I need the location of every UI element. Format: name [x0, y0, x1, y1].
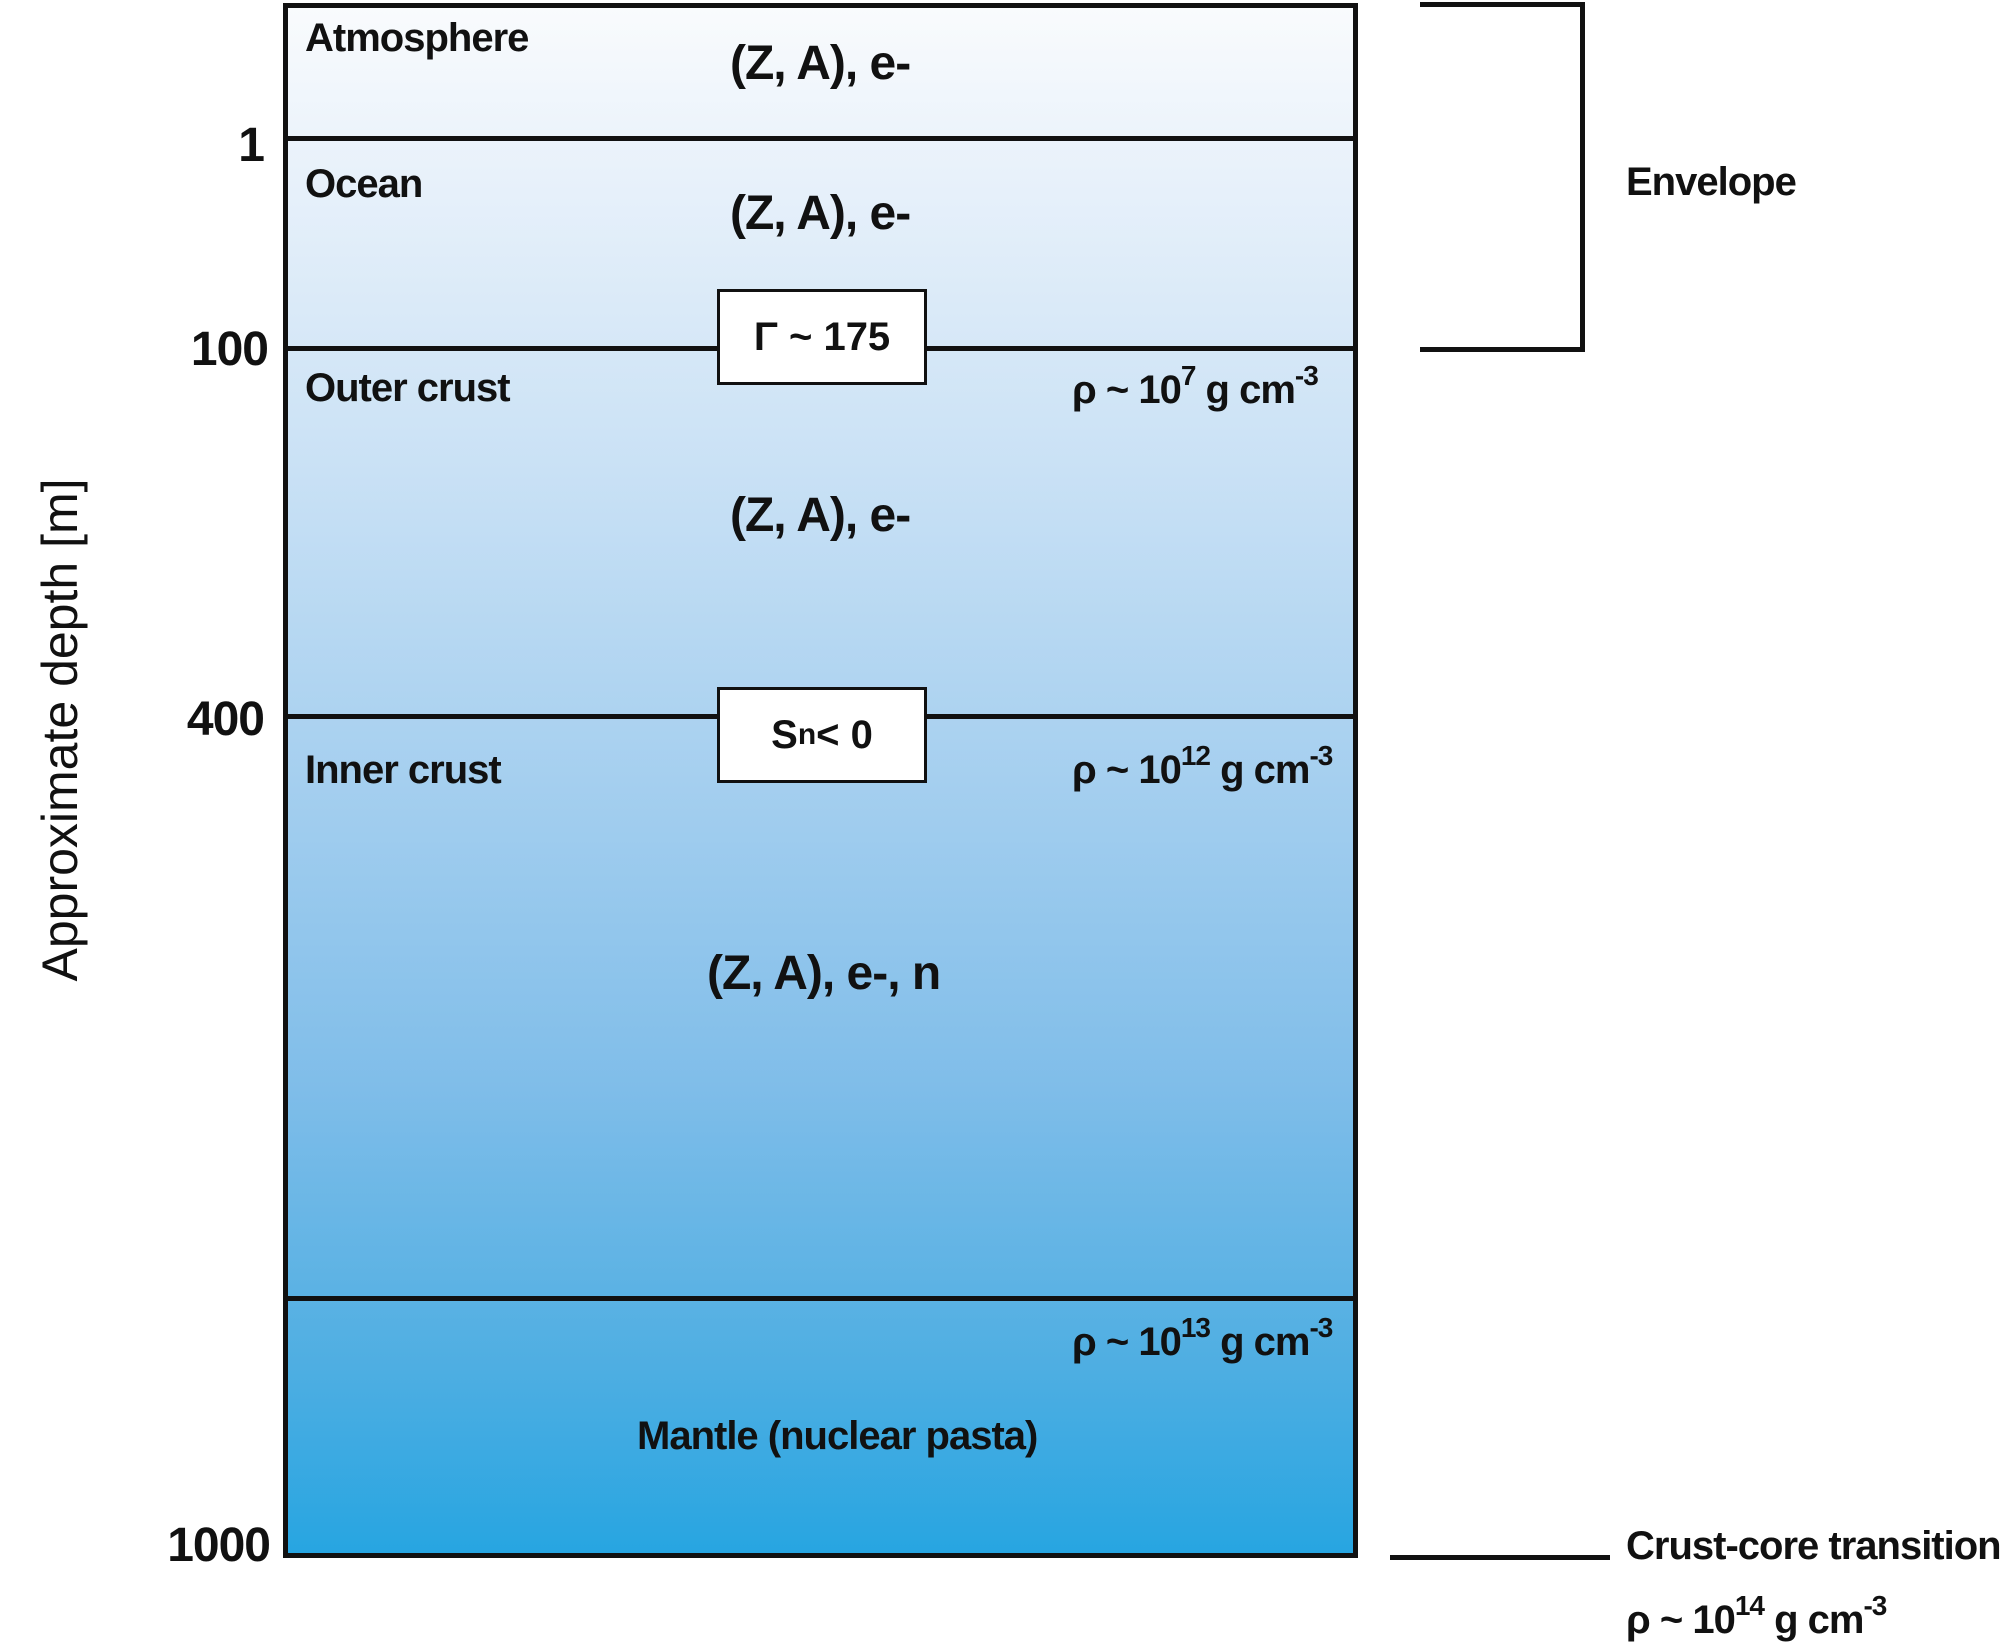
layer-name-outer-crust: Outer crust — [305, 366, 511, 410]
depth-tick-1: 1 — [238, 119, 265, 172]
transition-label: Crust-core transition — [1626, 1524, 2002, 1568]
transition-line — [1390, 1555, 1610, 1560]
species-atmosphere: (Z, A), e- — [730, 37, 911, 90]
species-ocean: (Z, A), e- — [730, 187, 911, 240]
layer-name-ocean: Ocean — [305, 162, 423, 206]
density-mantle: ρ ~ 1013 g cm-3 — [1072, 1312, 1333, 1365]
layer-name-inner-crust: Inner crust — [305, 748, 502, 792]
layer-name-atmosphere: Atmosphere — [305, 16, 529, 60]
density-inner-crust: ρ ~ 1012 g cm-3 — [1072, 740, 1333, 793]
boundary-atmosphere-ocean — [283, 136, 1358, 141]
envelope-bracket-bottom — [1420, 347, 1585, 352]
envelope-label: Envelope — [1626, 160, 1797, 204]
boundary-inner-crust-mantle — [283, 1296, 1358, 1301]
species-inner-crust: (Z, A), e-, n — [707, 947, 941, 1000]
gamma-box: Γ ~ 175 — [717, 289, 927, 385]
depth-tick-100: 100 — [190, 323, 269, 376]
layer-name-mantle: Mantle (nuclear pasta) — [637, 1414, 1038, 1458]
y-axis-label: Approximate depth [m] — [32, 478, 88, 982]
depth-tick-1000: 1000 — [167, 1519, 271, 1572]
depth-tick-400: 400 — [186, 693, 265, 746]
species-outer-crust: (Z, A), e- — [730, 489, 911, 542]
density-core: ρ ~ 1014 g cm-3 — [1626, 1590, 1887, 1643]
density-outer-crust: ρ ~ 107 g cm-3 — [1072, 360, 1319, 413]
envelope-bracket-top — [1420, 2, 1585, 7]
envelope-bracket-vertical — [1580, 2, 1585, 352]
